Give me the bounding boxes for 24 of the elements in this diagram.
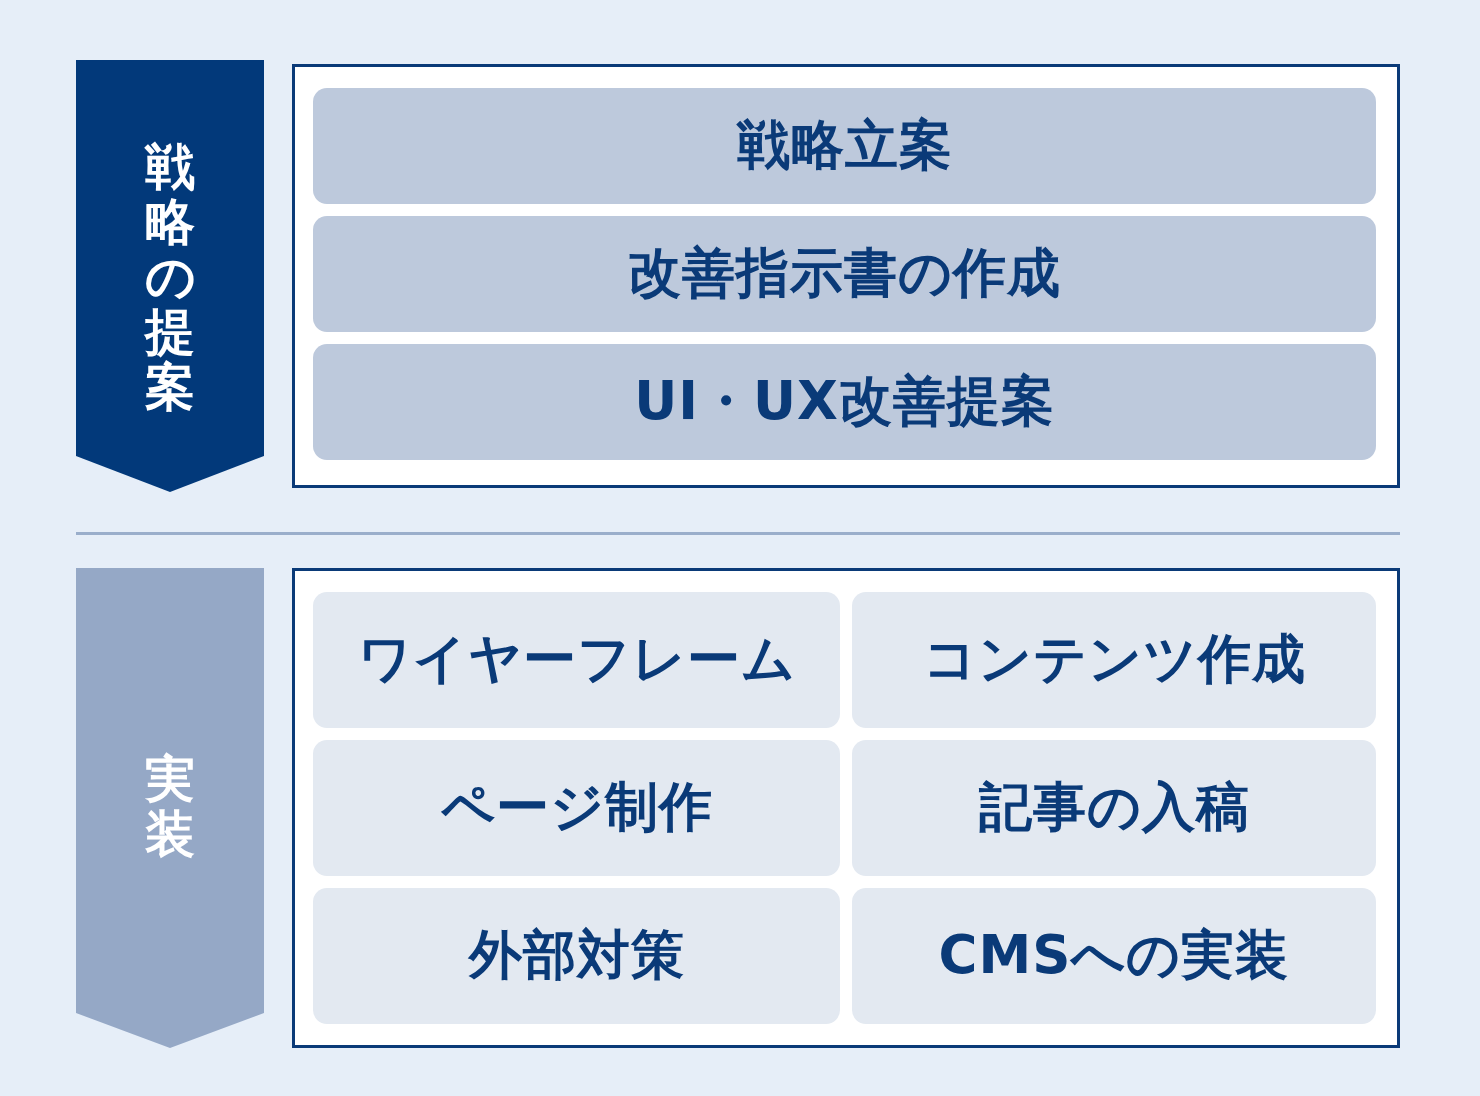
task-card [313,344,1376,460]
group-frame [292,568,1400,1048]
task-label: 改善指示書の作成 [628,241,1061,305]
task-card [852,888,1376,1024]
step-arrow-banner [76,568,264,1048]
task-card [313,740,840,876]
task-label: ページ制作 [440,775,713,839]
task-label: 記事の入稿 [978,775,1250,839]
task-label: ワイヤーフレーム [357,627,796,691]
group-frame [292,64,1400,488]
task-label: 外部対策 [468,923,685,987]
task-card [313,592,840,728]
task-card [313,888,840,1024]
task-label: コンテンツ作成 [922,627,1306,691]
step-arrow-banner [76,60,264,492]
task-label: CMSへの実装 [938,923,1290,987]
task-card [852,592,1376,728]
task-card [313,216,1376,332]
task-label: UI・UX改善提案 [634,369,1055,433]
task-card [852,740,1376,876]
task-label: 戦略立案 [736,113,953,177]
vertical-step-label: 戦略の提案 [145,140,195,415]
task-card [313,88,1376,204]
vertical-step-label: 実装 [145,752,195,862]
